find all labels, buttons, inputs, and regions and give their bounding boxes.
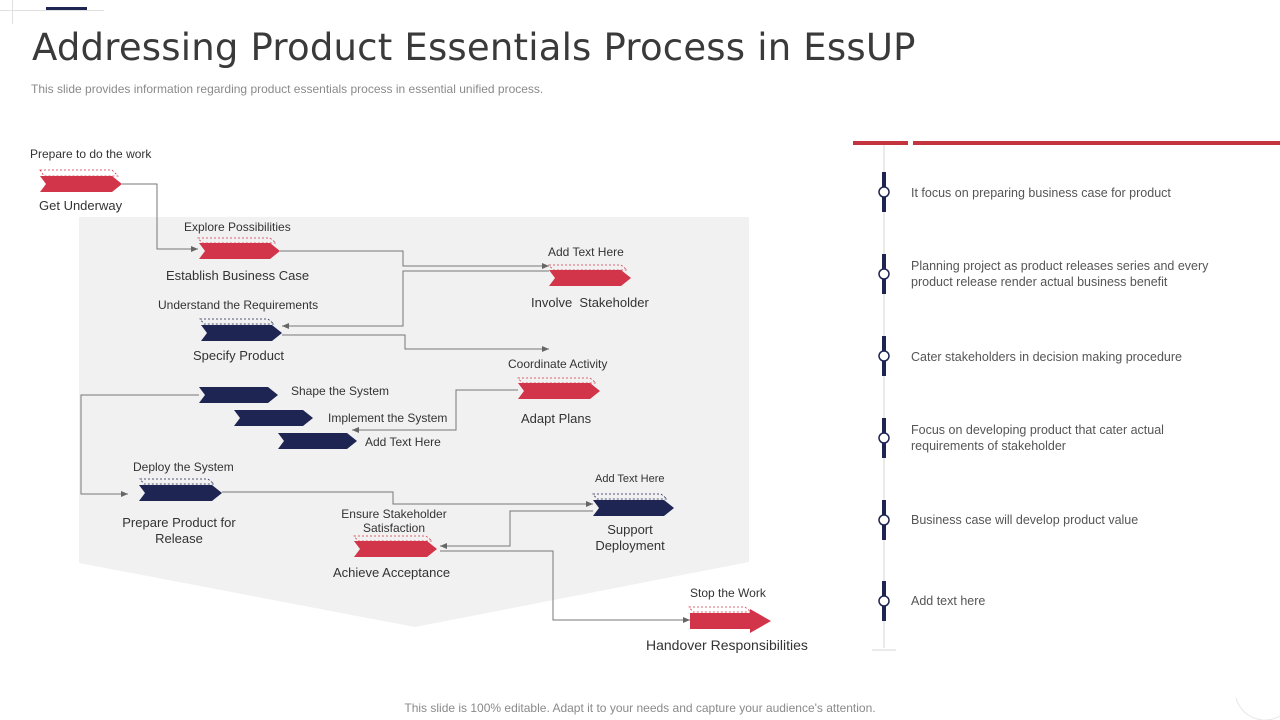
label-understand-requirements: Understand the Requirements bbox=[158, 298, 319, 312]
label-get-underway: Get Underway bbox=[39, 198, 123, 213]
timeline-text-1: It focus on preparing business case for … bbox=[911, 186, 1171, 200]
chevron-prepare-outline bbox=[139, 478, 216, 485]
timeline-node-4 bbox=[878, 432, 890, 444]
chevron-establish-outline bbox=[197, 237, 278, 244]
page-title: Addressing Product Essentials Process in… bbox=[32, 26, 916, 69]
label-coordinate-activity: Coordinate Activity bbox=[508, 357, 608, 371]
label-explore-possibilities: Explore Possibilities bbox=[184, 220, 291, 234]
corner-decoration bbox=[1235, 697, 1280, 720]
chevron-get-underway-body bbox=[40, 176, 122, 192]
label-specify-product: Specify Product bbox=[193, 348, 285, 363]
connector-adapt-to-implement bbox=[352, 389, 518, 433]
label-shape-the-system: Shape the System bbox=[291, 384, 390, 398]
chevron-adapt-outline bbox=[517, 377, 598, 384]
connector-support-to-achieve bbox=[440, 510, 593, 549]
timeline-top-bar-short bbox=[853, 141, 908, 145]
connector-achieve-to-handover bbox=[440, 550, 690, 623]
connector-establish-to-involve bbox=[280, 250, 549, 269]
chevron-involve-body bbox=[549, 270, 631, 286]
chevron-implement-body bbox=[234, 410, 313, 426]
chevron-addtext2-body bbox=[278, 433, 357, 449]
timeline-text-2: Planning project as product releases ser… bbox=[911, 259, 1209, 289]
label-prepare-to-do-the-work: Prepare to do the work bbox=[30, 147, 152, 161]
connector-underway-to-establish bbox=[122, 183, 198, 252]
label-handover-responsibilities: Handover Responsibilities bbox=[646, 637, 808, 653]
page-subtitle: This slide provides information regardin… bbox=[31, 82, 544, 96]
connector-involve-to-specify bbox=[282, 270, 549, 329]
corner-guide-line bbox=[0, 10, 104, 11]
label-achieve-acceptance: Achieve Acceptance bbox=[333, 565, 451, 580]
chevron-achieve-outline bbox=[353, 535, 434, 542]
label-establish-business-case: Establish Business Case bbox=[166, 268, 310, 283]
chevron-prepare-body bbox=[139, 485, 222, 501]
label-ensure-stakeholder-satisfaction: Ensure Stakeholder Satisfaction bbox=[341, 507, 447, 535]
chevron-adapt-body bbox=[518, 383, 600, 399]
chevron-specify-body bbox=[201, 325, 282, 341]
chevron-involve-outline bbox=[548, 264, 629, 271]
title-accent-bar bbox=[46, 7, 87, 11]
corner-guide-line-vertical bbox=[12, 0, 13, 24]
timeline-node-2 bbox=[878, 268, 890, 280]
arrow-handover-body bbox=[690, 609, 771, 633]
timeline-text-6: Add text here bbox=[911, 594, 986, 608]
arrow-handover-outline bbox=[688, 606, 753, 613]
label-stop-the-work: Stop the Work bbox=[690, 586, 766, 600]
connector-specify-to-coordinate bbox=[282, 334, 549, 352]
timeline-node-5 bbox=[878, 514, 890, 526]
label-deploy-the-system: Deploy the System bbox=[133, 460, 234, 474]
label-involve-stakeholder: Involve Stakeholder bbox=[531, 295, 649, 310]
label-support-deployment: Support Deployment bbox=[595, 522, 665, 553]
timeline-text-4: Focus on developing product that cater a… bbox=[911, 423, 1164, 453]
label-add-text-2: Add Text Here bbox=[365, 435, 441, 449]
timeline-node-6 bbox=[878, 595, 890, 607]
timeline-text-3: Cater stakeholders in decision making pr… bbox=[911, 350, 1182, 364]
label-adapt-plans: Adapt Plans bbox=[521, 411, 592, 426]
connector-prepare-to-support bbox=[222, 491, 593, 507]
connector-shape-to-prepare bbox=[80, 394, 199, 497]
label-add-text-3: Add Text Here bbox=[595, 473, 665, 485]
footer-note: This slide is 100% editable. Adapt it to… bbox=[404, 701, 876, 715]
chevron-support-body bbox=[593, 500, 674, 516]
label-add-text-1: Add Text Here bbox=[548, 245, 624, 259]
chevron-support-outline bbox=[592, 493, 669, 500]
label-implement-the-system: Implement the System bbox=[328, 411, 448, 425]
timeline-node-1 bbox=[878, 186, 890, 198]
chevron-shape-body bbox=[199, 387, 278, 403]
timeline-top-bar-long bbox=[913, 141, 1280, 145]
chevron-specify-outline bbox=[199, 318, 276, 325]
background-panel bbox=[79, 217, 749, 627]
label-prepare-product-for-release: Prepare Product for Release bbox=[122, 515, 236, 546]
chevron-get-underway bbox=[39, 169, 119, 177]
timeline-text-5: Business case will develop product value bbox=[911, 513, 1139, 527]
chevron-establish-body bbox=[199, 243, 280, 259]
timeline-node-3 bbox=[878, 350, 890, 362]
chevron-achieve-body bbox=[354, 541, 437, 557]
